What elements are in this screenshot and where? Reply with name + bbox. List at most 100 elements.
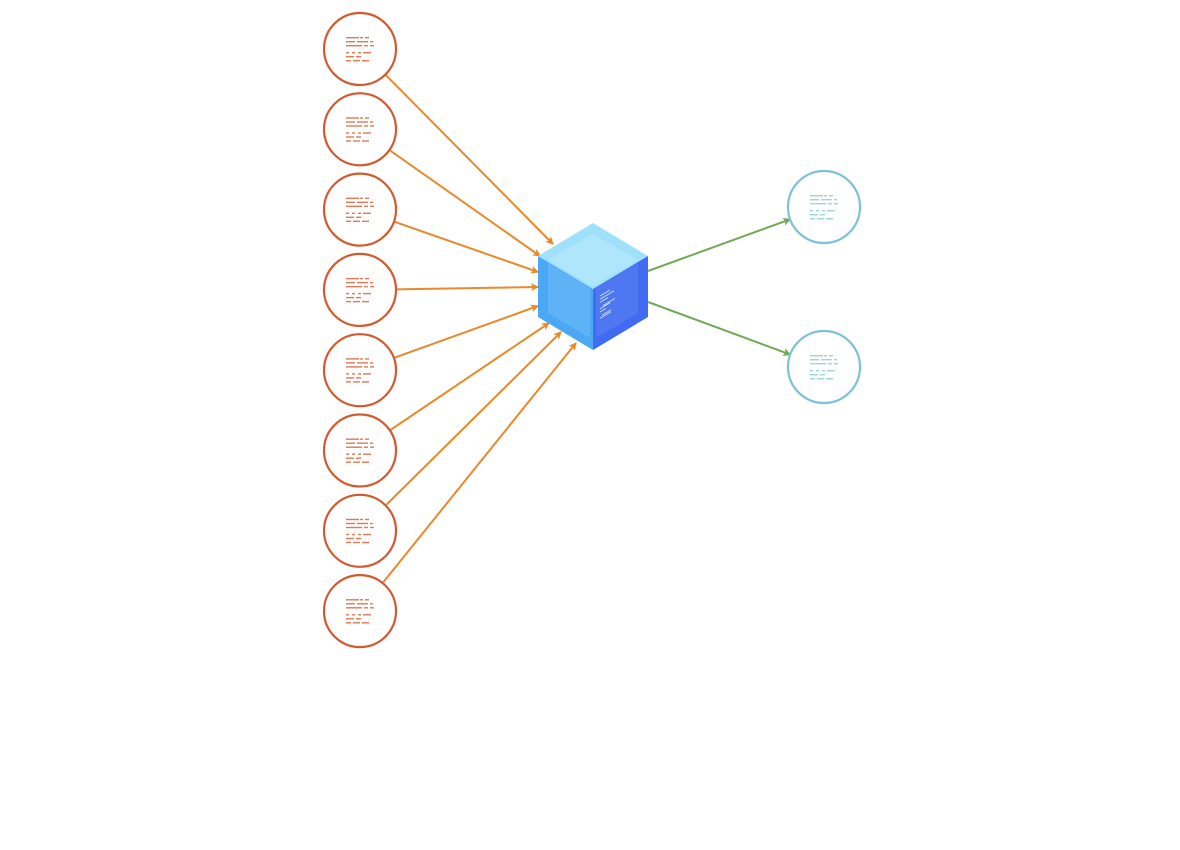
input-edge-3 [393, 220, 539, 274]
node-text-line [364, 45, 368, 47]
input-edge-4 [395, 283, 539, 292]
node-text-line [353, 300, 360, 303]
node-text-line [364, 366, 368, 368]
output-node-2[interactable] [786, 329, 862, 405]
node-text-line [363, 453, 371, 455]
input-node-8[interactable] [322, 573, 398, 649]
input-node-4[interactable] [322, 252, 398, 327]
node-text-line [365, 599, 369, 601]
node-text-line [346, 457, 354, 459]
node-text-line [362, 622, 369, 624]
node-text-line [826, 378, 833, 380]
node-text-line [358, 292, 361, 295]
node-text-line [358, 132, 361, 134]
node-text-line [829, 355, 833, 357]
node-text-line [346, 358, 359, 360]
input-node-5[interactable] [322, 333, 398, 408]
node-text-line [346, 220, 351, 222]
output-node-1[interactable] [786, 169, 862, 245]
node-text-line [356, 296, 361, 299]
output-node-circle [786, 169, 862, 245]
node-text-line [358, 52, 361, 54]
node-text-line [822, 370, 825, 372]
node-text-line [346, 117, 359, 119]
node-text-line [362, 541, 369, 544]
input-node-circle [322, 573, 398, 649]
node-text-line [364, 285, 368, 288]
node-text-line [810, 355, 823, 357]
node-text-line [816, 370, 819, 372]
output-edge-1 [647, 217, 792, 272]
node-text-line [346, 37, 359, 39]
node-text-line [817, 218, 824, 220]
input-edge-7 [384, 331, 562, 507]
code-line [602, 298, 616, 306]
cube-top-inner [548, 234, 638, 286]
node-text-line [346, 140, 351, 142]
node-text-line [356, 136, 361, 138]
node-text-line [810, 370, 813, 372]
node-text-line [346, 125, 362, 127]
node-text-line [356, 377, 361, 379]
cube-code-icon [599, 289, 616, 319]
node-text-line [352, 212, 355, 214]
input-node-2[interactable] [322, 92, 398, 167]
node-text-line [370, 522, 373, 525]
node-text-line [346, 438, 359, 440]
node-text-line [834, 199, 837, 201]
input-node-circle [322, 252, 398, 327]
node-text-line [370, 446, 374, 448]
node-text-line [827, 370, 835, 372]
input-node-circle [322, 172, 398, 247]
node-text-line [358, 453, 361, 455]
input-node-1[interactable] [322, 11, 398, 87]
node-text-line [364, 125, 368, 127]
node-text-line [346, 52, 349, 54]
node-text-line [370, 45, 374, 47]
node-text-line [358, 533, 361, 536]
node-text-line [346, 526, 362, 529]
node-text-line [810, 359, 819, 361]
node-text-line [834, 203, 838, 205]
node-text-line [365, 37, 369, 39]
node-text-line [356, 216, 361, 218]
node-text-line [365, 117, 369, 119]
code-line [599, 308, 607, 313]
input-node-3[interactable] [322, 172, 398, 247]
node-text-line [362, 381, 369, 383]
node-text-line [346, 461, 351, 463]
node-text-line [363, 52, 371, 54]
node-text-line [821, 199, 832, 201]
node-text-line [360, 599, 363, 601]
node-text-line [370, 442, 373, 444]
node-text-line [362, 461, 369, 463]
node-text-line [356, 457, 361, 459]
node-text-line [810, 378, 815, 380]
node-text-line [360, 518, 363, 521]
input-edge-6 [389, 322, 550, 432]
hub-cube[interactable] [538, 223, 648, 350]
node-text-line [353, 60, 360, 62]
node-text-line [363, 292, 371, 295]
node-text-line [817, 378, 824, 380]
node-text-line [346, 121, 355, 123]
input-node-circle [322, 92, 398, 167]
node-text-line [346, 446, 362, 448]
node-text-line [362, 140, 369, 142]
node-text-line [360, 358, 363, 360]
node-text-line [346, 618, 354, 620]
node-text-line [820, 374, 825, 376]
node-text-line [360, 197, 363, 199]
node-text-line [360, 117, 363, 119]
node-text-line [346, 377, 354, 379]
input-node-6[interactable] [322, 413, 398, 488]
node-text-line [364, 526, 368, 529]
input-node-circle [322, 333, 398, 408]
node-text-line [353, 622, 360, 624]
node-text-line [353, 381, 360, 383]
node-text-line [363, 212, 371, 214]
input-node-7[interactable] [322, 493, 398, 568]
node-text-line [357, 201, 368, 203]
node-text-line [346, 216, 354, 218]
node-text-line [828, 203, 832, 205]
